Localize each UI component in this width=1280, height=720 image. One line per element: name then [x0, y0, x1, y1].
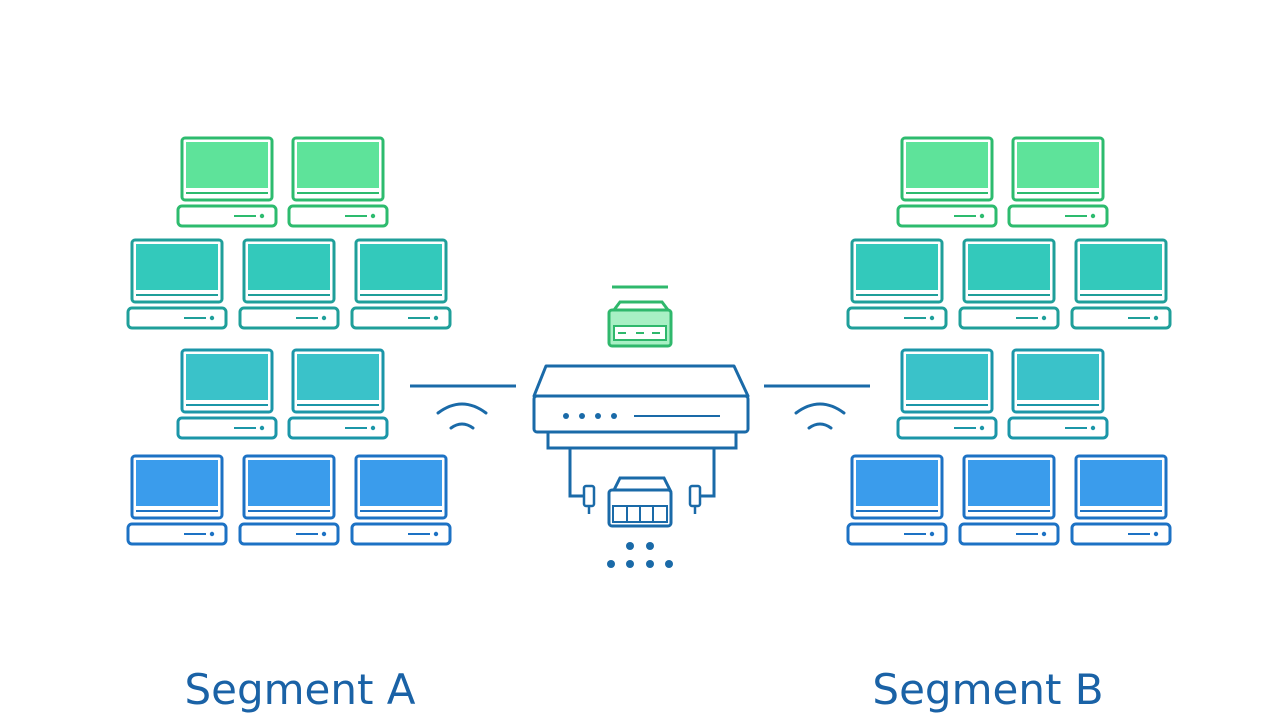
segment-b-computer-icon	[1007, 136, 1109, 228]
network-module-icon	[607, 285, 673, 348]
segment-a-computer-icon	[176, 348, 278, 440]
segment-a-computer-icon	[126, 454, 228, 546]
connector-icon	[582, 484, 596, 508]
network-module-icon	[607, 476, 673, 528]
segment-a-computer-icon	[350, 238, 452, 330]
segment-b-computer-icon	[958, 454, 1060, 546]
segment-b-computer-icon	[1007, 348, 1109, 440]
segment-b-computer-icon	[896, 136, 998, 228]
segment-b-computer-icon	[1070, 238, 1172, 330]
network-switch-icon	[532, 364, 750, 450]
wifi-icon	[794, 402, 846, 430]
segment-a-computer-icon	[287, 348, 389, 440]
segment-a-computer-icon	[350, 454, 452, 546]
segment-b-computer-icon	[958, 238, 1060, 330]
segment-a-computer-icon	[176, 136, 278, 228]
segment-a-computer-icon	[238, 454, 340, 546]
segment-a-computer-icon	[126, 238, 228, 330]
status-dots	[607, 542, 673, 568]
segment-a-computer-icon	[238, 238, 340, 330]
connector-icon	[688, 484, 702, 508]
wifi-icon	[436, 402, 488, 430]
segment-b-computer-icon	[846, 238, 948, 330]
segment-b-label: Segment B	[872, 665, 1104, 714]
segment-b-computer-icon	[846, 454, 948, 546]
segment-a-computer-icon	[287, 136, 389, 228]
segment-b-computer-icon	[1070, 454, 1172, 546]
segment-b-computer-icon	[896, 348, 998, 440]
segment-a-label: Segment A	[184, 665, 416, 714]
